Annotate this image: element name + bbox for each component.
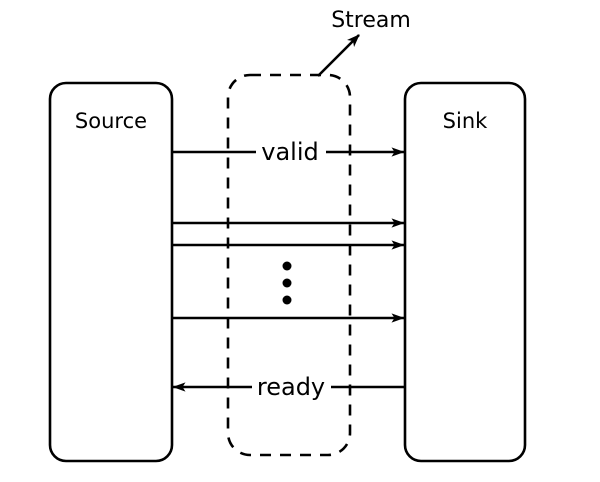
source-block-label: Source [75, 109, 147, 133]
ellipsis-dot-1 [282, 261, 292, 271]
sink-block-label: Sink [443, 109, 488, 133]
source-block[interactable] [48, 81, 174, 463]
ellipsis-dot-2 [282, 278, 292, 288]
ready-signal-label: ready [257, 373, 325, 401]
stream-callout-pointer [317, 34, 360, 77]
stream-group-boundary [226, 73, 352, 457]
ellipsis-dot-3 [282, 295, 292, 305]
stream-label: Stream [331, 8, 411, 33]
sink-block[interactable] [403, 81, 527, 463]
valid-signal-label: valid [261, 138, 318, 166]
